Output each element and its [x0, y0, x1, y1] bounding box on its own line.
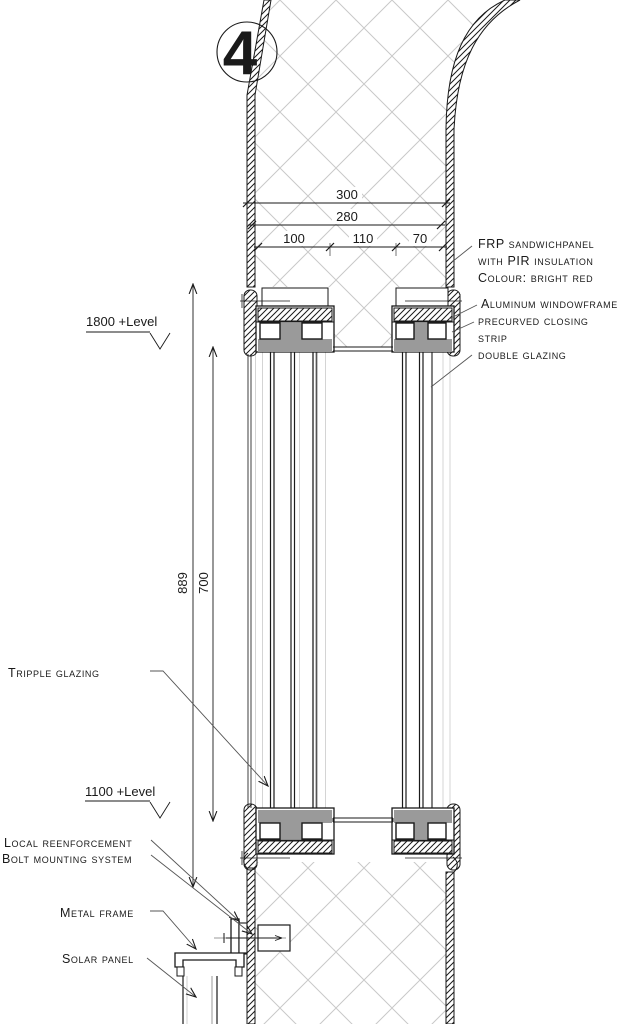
leader-local-reinforcement	[150, 839, 239, 921]
level-1800-label: 1800 +Level	[86, 314, 157, 329]
callouts-left: Tripple glazing Local reenforcement Bolt…	[2, 666, 134, 966]
level-triangle-icon	[149, 332, 171, 350]
metal-frame-bracket	[174, 952, 247, 977]
bolt-detail	[214, 918, 291, 958]
leader-solar-panel	[146, 957, 196, 997]
leader-lines	[146, 245, 478, 997]
detail-bubble: 4	[216, 19, 278, 88]
callout-bolt-mounting: Bolt mounting system	[2, 852, 132, 866]
detail-number: 4	[223, 19, 258, 88]
wall-skin-right	[445, 0, 521, 1024]
dim-110-label: 110	[353, 231, 374, 246]
callout-frp-line3: Colour: bright red	[478, 271, 593, 285]
dim-70-label: 70	[413, 231, 427, 246]
closing-strip-bottom-left	[243, 803, 258, 871]
solar-panel-drawing	[182, 976, 218, 1024]
frame-anchors	[240, 294, 462, 865]
sill-gap-lines	[332, 817, 394, 823]
head-gap-lines	[333, 346, 393, 352]
dim-height-inner: 700	[196, 347, 213, 821]
glazing-double	[401, 344, 424, 820]
insulation-hatch-top	[255, 0, 505, 347]
closing-strip-top-left	[243, 289, 258, 357]
callout-metal-frame: Metal frame	[60, 906, 134, 920]
callout-precurved-line2: strip	[478, 331, 508, 345]
frame-projection-lines	[247, 350, 451, 814]
callout-frp-line2: with PIR insulation	[478, 254, 594, 268]
dim-280-label: 280	[336, 209, 358, 224]
dim-300-label: 300	[336, 187, 358, 202]
dim-100-label: 100	[283, 231, 305, 246]
leader-closing-strip	[451, 321, 475, 333]
level-1100-label: 1100 +Level	[85, 784, 155, 799]
leader-metal-frame	[150, 910, 196, 949]
callout-solar-panel: Solar panel	[62, 952, 134, 966]
level-marker-upper: 1800 +Level	[86, 314, 171, 350]
glazing-triple	[269, 344, 318, 820]
leader-triple-glazing	[150, 670, 268, 786]
callout-local-reinforcement: Local reenforcement	[4, 836, 132, 850]
window-sill-frame-left	[243, 803, 335, 871]
callout-double-glazing: double glazing	[478, 348, 566, 362]
leader-bolt-mounting	[150, 854, 252, 934]
callout-triple-glazing: Tripple glazing	[8, 666, 100, 680]
dim-700-label: 700	[196, 572, 211, 594]
dim-889-label: 889	[175, 572, 190, 594]
callout-precurved-line1: precurved closing	[478, 314, 589, 328]
callouts-right: FRP sandwichpanel with PIR insulation Co…	[478, 237, 618, 362]
callout-frp-line1: FRP sandwichpanel	[478, 237, 594, 251]
callout-aluminum-windowframe: Aluminum windowframe	[481, 297, 618, 311]
level-triangle-icon	[149, 801, 171, 819]
dim-width-inner: 280	[247, 209, 446, 230]
leader-frp	[451, 245, 473, 263]
level-marker-lower: 1100 +Level	[85, 784, 171, 819]
dim-width-segments: 100 110 70	[253, 231, 448, 256]
leader-aluminum	[448, 304, 478, 320]
dim-height-outer: 889	[175, 284, 193, 887]
leader-double-glazing	[430, 354, 473, 388]
window-head-frame-right	[391, 287, 461, 357]
dim-width-total: 300	[242, 187, 451, 208]
window-sill-frame-right	[391, 803, 461, 871]
window-head-frame-left	[243, 287, 335, 357]
